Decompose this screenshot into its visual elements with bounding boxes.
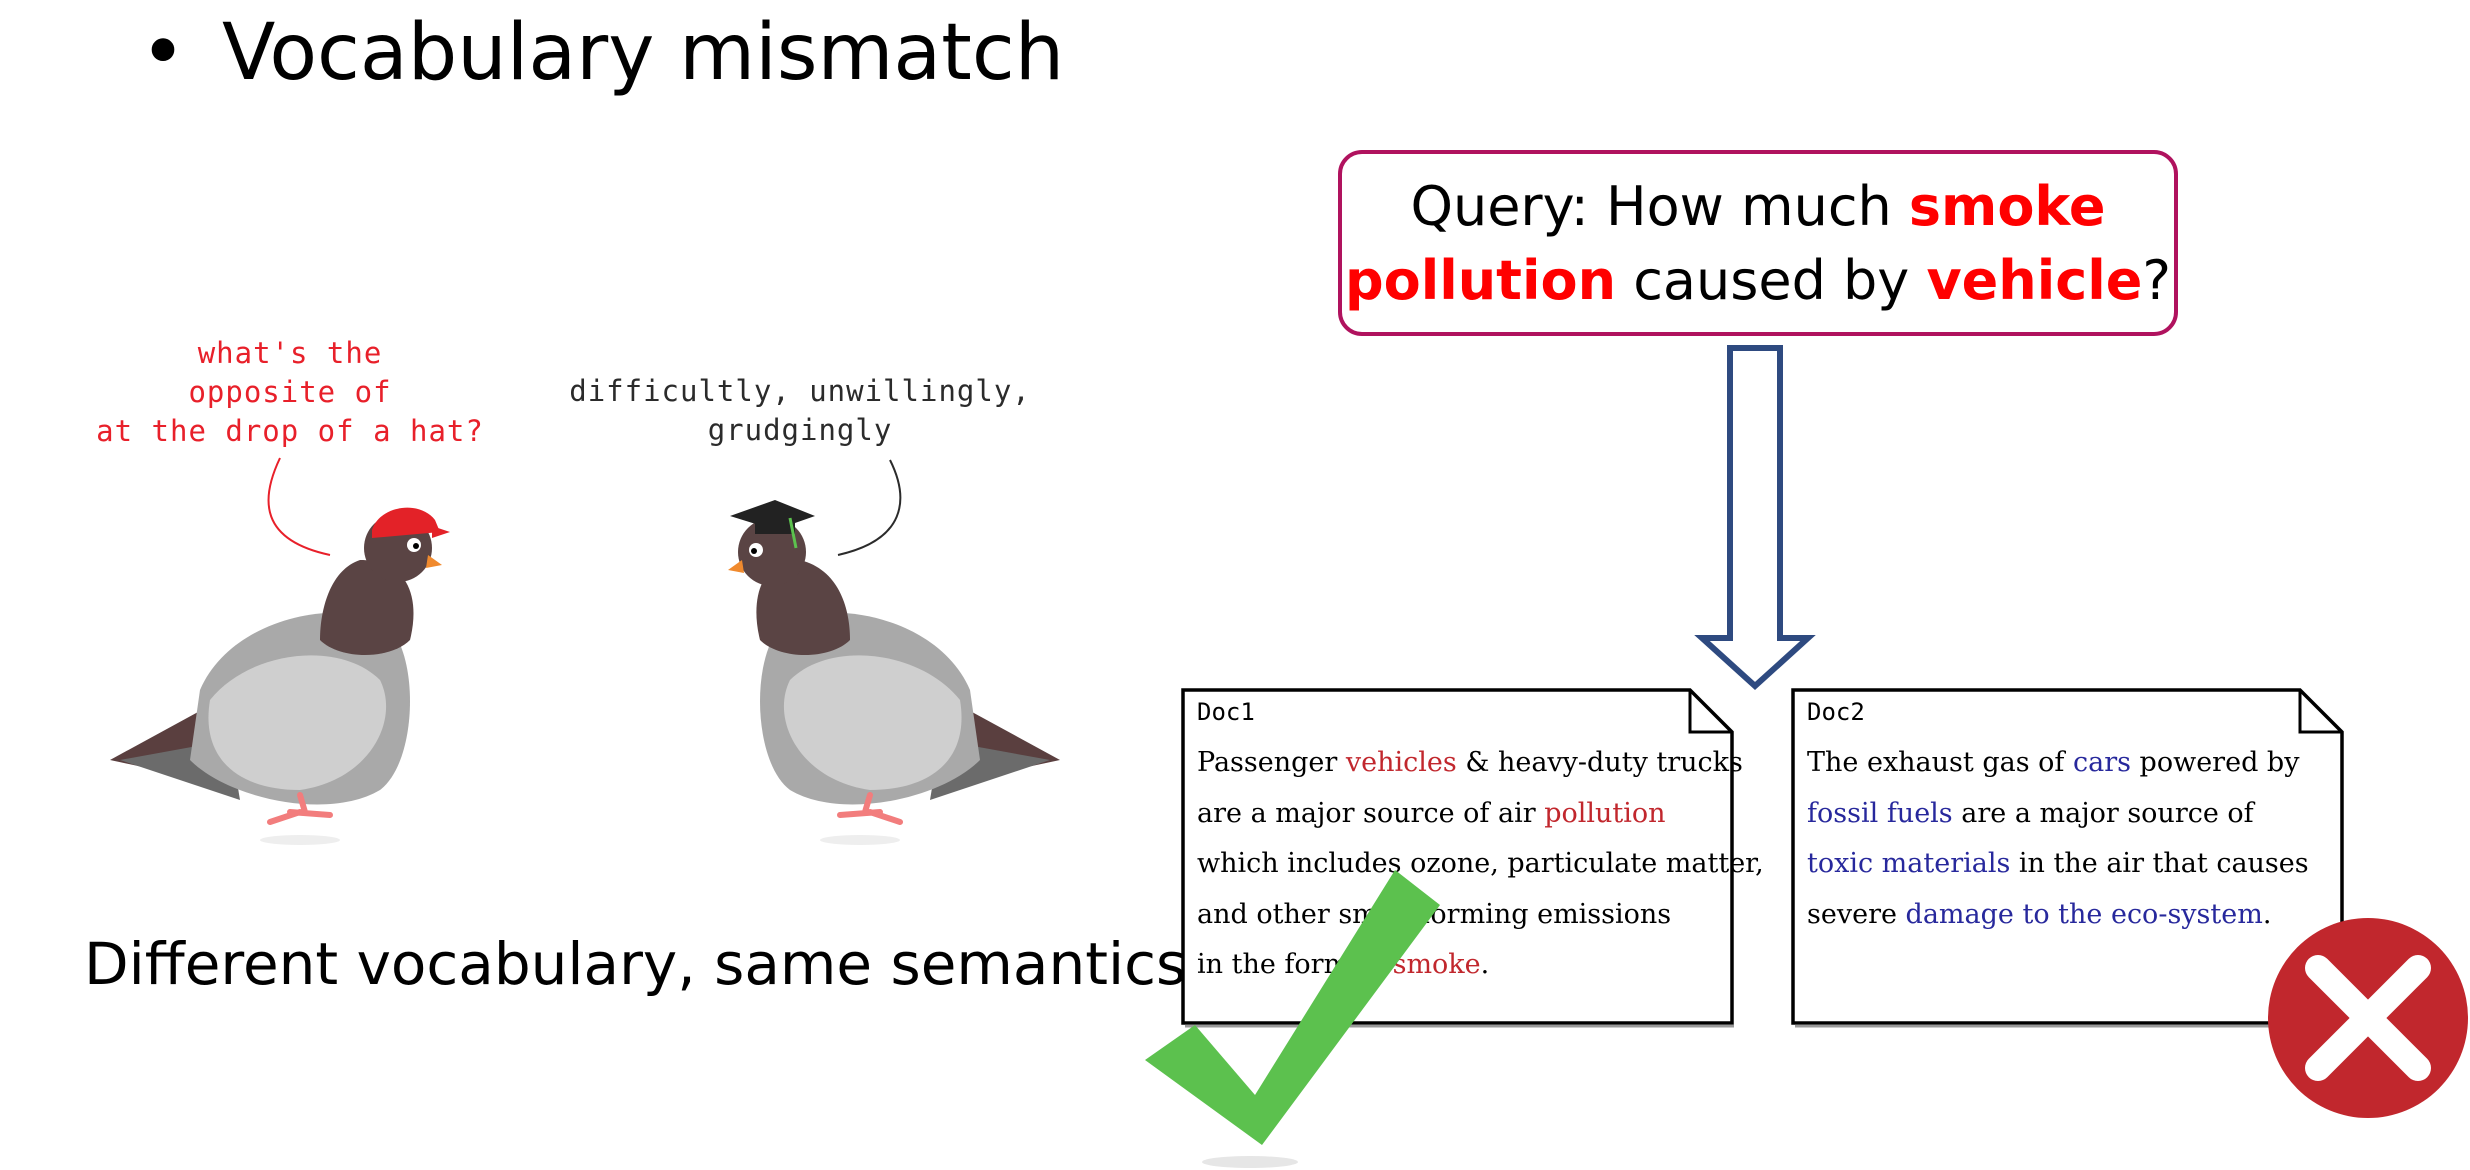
- title-text: Vocabulary mismatch: [222, 8, 1065, 98]
- pigeons-illustration: [110, 457, 1060, 845]
- speech-text-left: what's the opposite of at the drop of a …: [96, 336, 484, 448]
- doc2-line: The exhaust gas of cars powered by: [1807, 747, 2300, 778]
- doc2-page: [1791, 688, 2344, 1025]
- query-middle: caused by: [1616, 249, 1927, 312]
- query-box: Query: How much smoke pollution caused b…: [1338, 150, 2178, 336]
- query-term-vehicle: vehicle: [1926, 249, 2143, 312]
- pigeon-right-icon: [728, 500, 1060, 845]
- slide-title: • Vocabulary mismatch: [140, 8, 1064, 98]
- speech-tail-right: [837, 459, 902, 556]
- query-prefix: Query: How much: [1410, 175, 1909, 238]
- doc1-body: Passenger vehicles & heavy-duty trucks a…: [1197, 738, 1764, 991]
- doc2-line: severe damage to the eco-system.: [1807, 898, 2272, 930]
- doc2-body: The exhaust gas of cars powered by fossi…: [1807, 738, 2309, 940]
- title-bullet: •: [140, 8, 187, 98]
- doc1-page: [1181, 688, 1734, 1025]
- doc1-line: which includes ozone, particulate matter…: [1197, 848, 1764, 879]
- doc2-line: toxic materials in the air that causes: [1807, 848, 2309, 879]
- speech-tail-left: [267, 457, 331, 556]
- query-term-pollution: pollution: [1344, 249, 1617, 312]
- doc1-line: are a major source of air pollution: [1197, 797, 1666, 829]
- pigeon-left-icon: [110, 507, 450, 845]
- red-cross-icon: [2268, 918, 2468, 1118]
- down-arrow-icon: [1694, 345, 1816, 691]
- doc1-line: Passenger vehicles & heavy-duty trucks: [1197, 747, 1743, 778]
- query-term-smoke: smoke: [1908, 175, 2106, 238]
- speech-text-right: difficultly, unwillingly, grudgingly: [569, 374, 1031, 447]
- caption: Different vocabulary, same semantics: [84, 930, 1187, 998]
- doc2-line: fossil fuels are a major source of: [1807, 797, 2254, 829]
- query-suffix: ?: [2142, 249, 2172, 312]
- doc2-label: Doc2: [1807, 698, 1865, 726]
- doc1-label: Doc1: [1197, 698, 1255, 726]
- green-check-icon: [1145, 870, 1440, 1145]
